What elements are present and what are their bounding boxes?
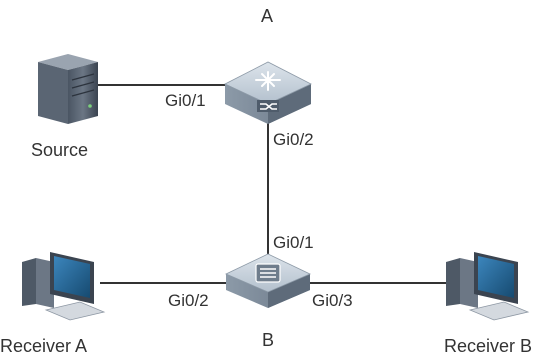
receiver-a-label: Receiver A bbox=[0, 336, 87, 356]
port-a-gi02-label: Gi0/2 bbox=[273, 130, 314, 149]
port-b-gi02-label: Gi0/2 bbox=[168, 291, 209, 310]
switch-b-label: B bbox=[262, 330, 274, 350]
switch-b-icon bbox=[225, 253, 311, 308]
receiver-b-pc-icon bbox=[446, 252, 530, 321]
port-a-gi01-label: Gi0/1 bbox=[165, 91, 206, 110]
port-b-gi01-label: Gi0/1 bbox=[273, 233, 314, 252]
receiver-b-label: Receiver B bbox=[444, 336, 532, 356]
router-a-icon bbox=[224, 61, 312, 124]
router-a-label: A bbox=[261, 6, 273, 26]
receiver-a-pc-icon bbox=[22, 252, 106, 321]
port-b-gi03-label: Gi0/3 bbox=[312, 291, 353, 310]
source-label: Source bbox=[31, 140, 88, 160]
source-server-icon bbox=[38, 54, 98, 124]
